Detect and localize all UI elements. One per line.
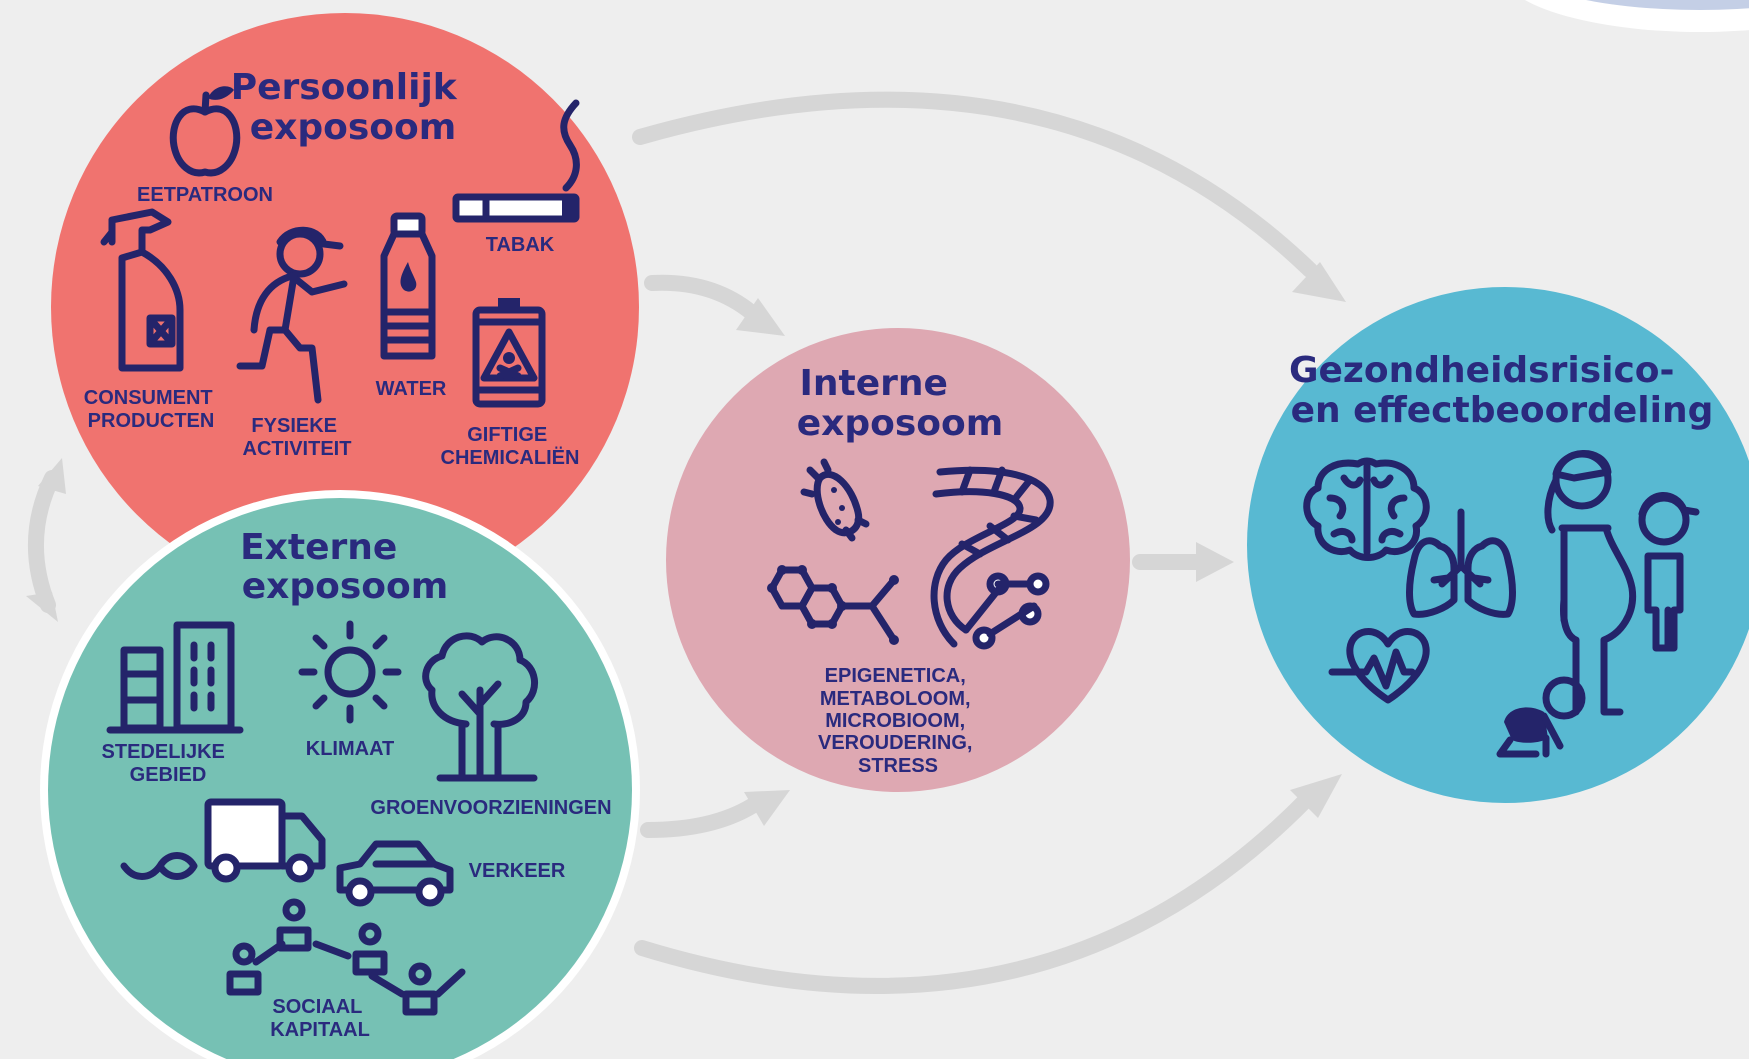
- brain-icon: [1303, 457, 1430, 561]
- dna-icon: [930, 466, 1054, 650]
- lungs-icon: [1406, 508, 1516, 618]
- buildings-icon: [106, 621, 244, 734]
- circle-persoonlijk: [51, 13, 639, 601]
- cigarette-icon: [452, 99, 580, 223]
- arrow-internal-to-health: [1132, 542, 1234, 582]
- bacteria-icon: [800, 458, 870, 542]
- gezondheid-title: Gezondheidsrisico- en effectbeoordeling: [1289, 350, 1713, 431]
- social-network-icon: [226, 898, 466, 1016]
- label-groenvoorzieningen: GROENVOORZIENINGEN: [370, 797, 611, 819]
- label-verkeer: VERKEER: [469, 860, 566, 882]
- arrow-double-personal-external: [26, 458, 66, 622]
- interne-title: Interne exposoom: [797, 363, 1004, 444]
- molecule-icon: [767, 565, 899, 645]
- pregnant-woman-icon: [1544, 450, 1637, 716]
- arrow-personal-to-health: [632, 91, 1346, 302]
- circle-interne: [666, 328, 1130, 792]
- sun-icon: [298, 620, 402, 724]
- label-consument-producten: CONSUMENT PRODUCTEN: [84, 387, 218, 432]
- label-klimaat: KLIMAAT: [306, 738, 395, 760]
- water-bottle-icon: [380, 212, 436, 360]
- spray-bottle-icon: [100, 208, 184, 372]
- label-tabak: TABAK: [486, 234, 555, 256]
- label-eetpatroon: EETPATROON: [137, 184, 273, 206]
- heart-icon: [1328, 628, 1430, 704]
- label-fysieke-activiteit: FYSIEKE ACTIVITEIT: [243, 415, 352, 460]
- truck-icon: [120, 798, 326, 883]
- arrow-external-to-internal: [640, 790, 790, 838]
- toxic-barrel-icon: [472, 298, 546, 408]
- running-person-icon: [236, 226, 348, 404]
- label-interne-omics: EPIGENETICA, METABOLOOM, MICROBIOOM, VER…: [818, 665, 978, 777]
- externe-title: Externe exposoom: [240, 527, 448, 607]
- tree-icon: [422, 632, 538, 782]
- car-icon: [336, 840, 454, 907]
- label-stedelijke-gebied: STEDELIJKE GEBIED: [102, 741, 231, 786]
- arrow-external-to-health: [634, 774, 1342, 994]
- child-icon: [1638, 492, 1700, 652]
- label-water: WATER: [376, 378, 447, 400]
- label-sociaal-kapitaal: SOCIAAL KAPITAAL: [270, 996, 370, 1041]
- label-giftige-chemicalien: GIFTIGE CHEMICALIËN: [441, 424, 580, 469]
- arrow-personal-to-internal: [644, 274, 785, 336]
- corner-decoration: [1525, 0, 1749, 32]
- persoonlijk-title: Persoonlijk exposoom: [231, 67, 470, 148]
- apple-icon: [169, 86, 241, 177]
- baby-icon: [1496, 676, 1586, 758]
